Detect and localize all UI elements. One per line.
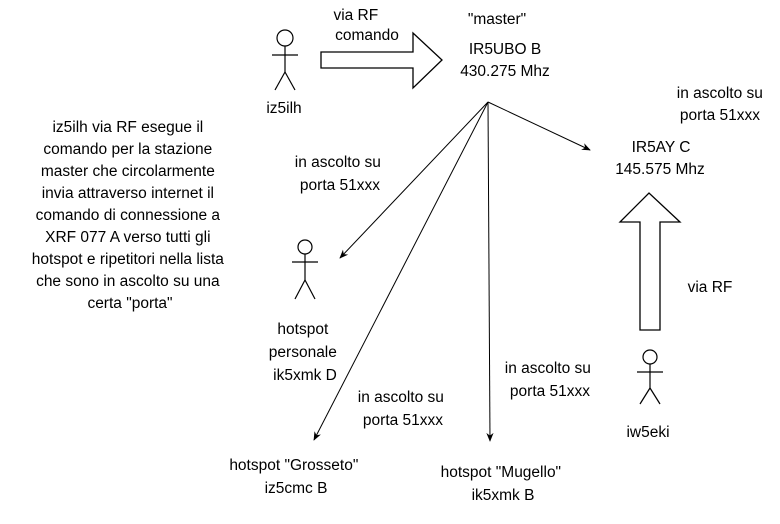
actor-hotspot-personale-label: hotspot personale ik5xmk D [269,321,341,384]
listen-mugello-text: in ascolto su porta 51xxx [505,360,595,400]
rf-command-text: via RF comando [333,7,398,44]
actor-iw5eki-label: iw5eki [626,424,669,441]
repeater-freq: 145.575 Mhz [615,161,705,178]
listen-grosseto-text: in ascolto su porta 51xxx [358,389,448,429]
hotspot-grosseto-label: hotspot "Grosseto" iz5cmc B [229,457,362,497]
via-rf-up-arrow-icon [618,192,682,331]
via-rf-text: via RF [688,279,733,296]
hotspot-mugello-label: hotspot "Mugello" ik5xmk B [441,464,566,504]
listen-personale-text: in ascolto su porta 51xxx [295,154,385,194]
master-label: "master" [468,11,526,28]
connection-master-to-personale [339,101,489,259]
actor-hotspot-personale-icon [292,239,318,300]
actor-iz5ilh-icon [272,29,298,91]
connection-master-to-repeater [487,101,591,151]
description-text: iz5ilh via RF esegue il comando per la s… [32,119,228,312]
repeater-listening-text: in ascolto su porta 51xxx [677,85,767,124]
connection-master-to-mugello [486,101,494,442]
master-freq: 430.275 Mhz [460,63,550,80]
master-name: IR5UBO B [469,41,541,58]
actor-iz5ilh-label: iz5ilh [266,100,301,117]
connection-master-to-grosseto [313,101,489,441]
actor-iw5eki-icon [637,349,663,405]
repeater-name: IR5AY C [632,139,691,156]
rf-command-arrow-icon [320,31,443,90]
